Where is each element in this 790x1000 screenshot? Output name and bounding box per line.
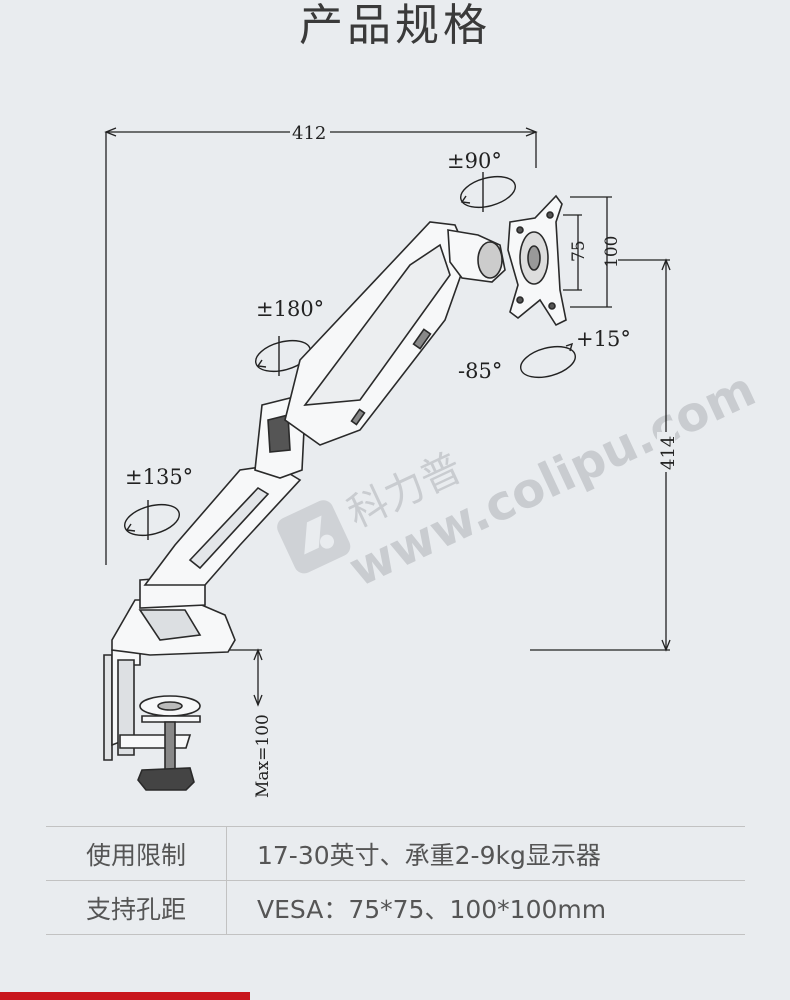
- dim-vesa-75: 75: [569, 240, 589, 262]
- monitor-arm-diagram: 科力普 www.colipu.com 412 414 75: [103, 120, 764, 798]
- dim-vesa-100: 100: [602, 236, 622, 268]
- table-row: 支持孔距 VESA：75*75、100*100mm: [46, 880, 745, 935]
- page-title: 产品规格: [299, 0, 491, 51]
- arm-base: [111, 574, 236, 656]
- tilt-down-label: -85°: [458, 359, 502, 383]
- spec-table: 使用限制 17-30英寸、承重2-9kg显示器 支持孔距 VESA：75*75、…: [46, 826, 745, 935]
- arm-drawing: [103, 194, 567, 791]
- spec-value-vesa: VESA：75*75、100*100mm: [226, 880, 745, 935]
- rotation-low-icon: [124, 500, 180, 540]
- rotation-top-label: ±90°: [447, 149, 502, 173]
- rotation-top-icon: [460, 172, 516, 212]
- rotation-mid-label: ±180°: [256, 297, 324, 321]
- accent-bar: [0, 992, 250, 1000]
- rotation-low-label: ±135°: [125, 465, 193, 489]
- dim-clamp-max: Max=100: [253, 714, 273, 798]
- spec-label-vesa: 支持孔距: [46, 880, 227, 935]
- colipu-logo-icon: [277, 500, 351, 574]
- tilt-icon: [520, 342, 576, 379]
- spec-label-usage: 使用限制: [46, 826, 227, 881]
- spec-value-usage: 17-30英寸、承重2-9kg显示器: [226, 826, 745, 881]
- dim-height-414: 414: [658, 436, 679, 470]
- dim-width-412: 412: [292, 123, 326, 144]
- dimension-lines: [104, 127, 671, 707]
- desk-clamp: [103, 649, 201, 791]
- tilt-up-label: +15°: [576, 327, 631, 351]
- dimension-texts: 412 414 75 100 Max=100 ±90° ±180° ±135° …: [125, 120, 679, 798]
- upper-arm: [284, 221, 469, 446]
- tilt-head: [447, 229, 506, 283]
- table-row: 使用限制 17-30英寸、承重2-9kg显示器: [46, 826, 745, 881]
- vesa-plate: [507, 194, 567, 327]
